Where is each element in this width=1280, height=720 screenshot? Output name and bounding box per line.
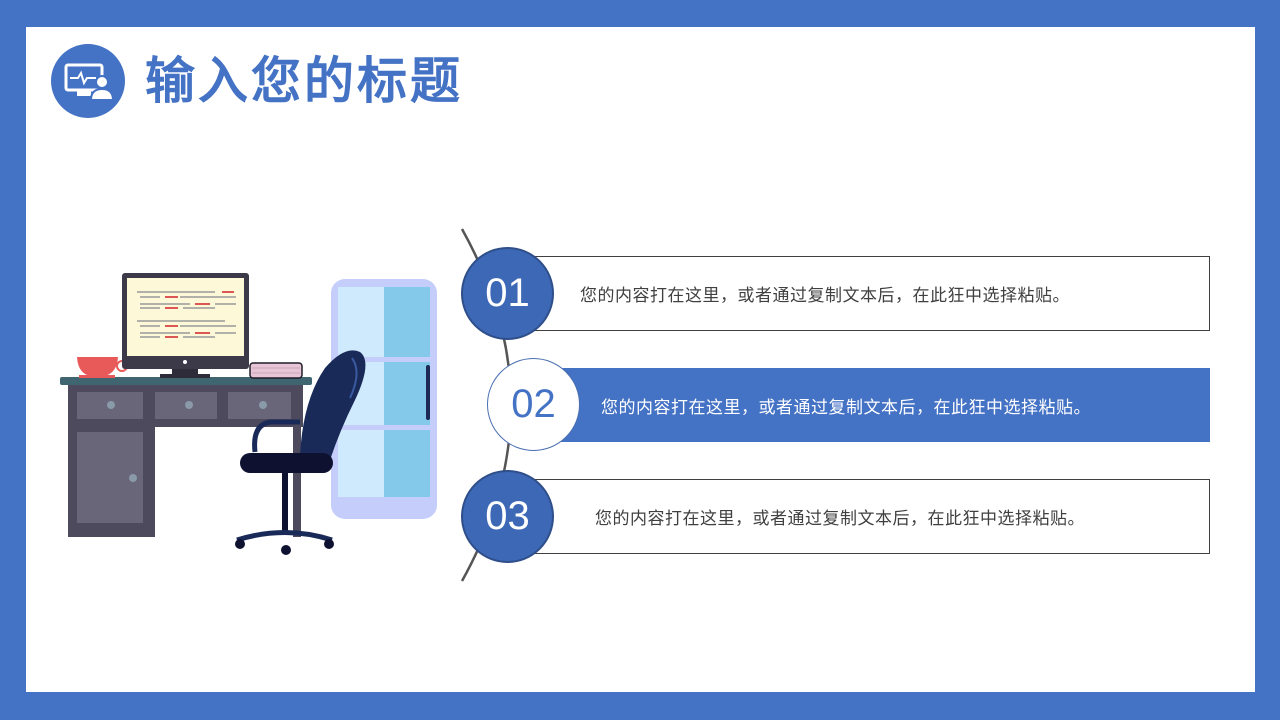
content-text-2[interactable]: 您的内容打在这里，或者通过复制文本后，在此狂中选择粘贴。: [601, 397, 1091, 418]
book-icon: [249, 362, 303, 379]
monitor-presenter-icon: [51, 44, 125, 118]
number-badge-2: 02: [487, 358, 580, 451]
content-box-3[interactable]: 您的内容打在这里，或者通过复制文本后，在此狂中选择粘贴。: [528, 479, 1210, 554]
number-badge-3: 03: [461, 470, 554, 563]
content-text-1[interactable]: 您的内容打在这里，或者通过复制文本后，在此狂中选择粘贴。: [580, 286, 1070, 306]
page-title[interactable]: 输入您的标题: [145, 52, 463, 110]
content-box-1[interactable]: 您的内容打在这里，或者通过复制文本后，在此狂中选择粘贴。: [528, 256, 1210, 331]
number-badge-1: 01: [461, 247, 554, 340]
window-icon: [331, 279, 437, 519]
coffee-cup-icon: [77, 357, 128, 378]
content-box-2[interactable]: 您的内容打在这里，或者通过复制文本后，在此狂中选择粘贴。: [560, 368, 1210, 442]
monitor-icon: [122, 273, 249, 378]
office-illustration: [55, 265, 445, 565]
office-chair-icon: [235, 350, 366, 555]
content-text-3[interactable]: 您的内容打在这里，或者通过复制文本后，在此狂中选择粘贴。: [595, 509, 1085, 529]
